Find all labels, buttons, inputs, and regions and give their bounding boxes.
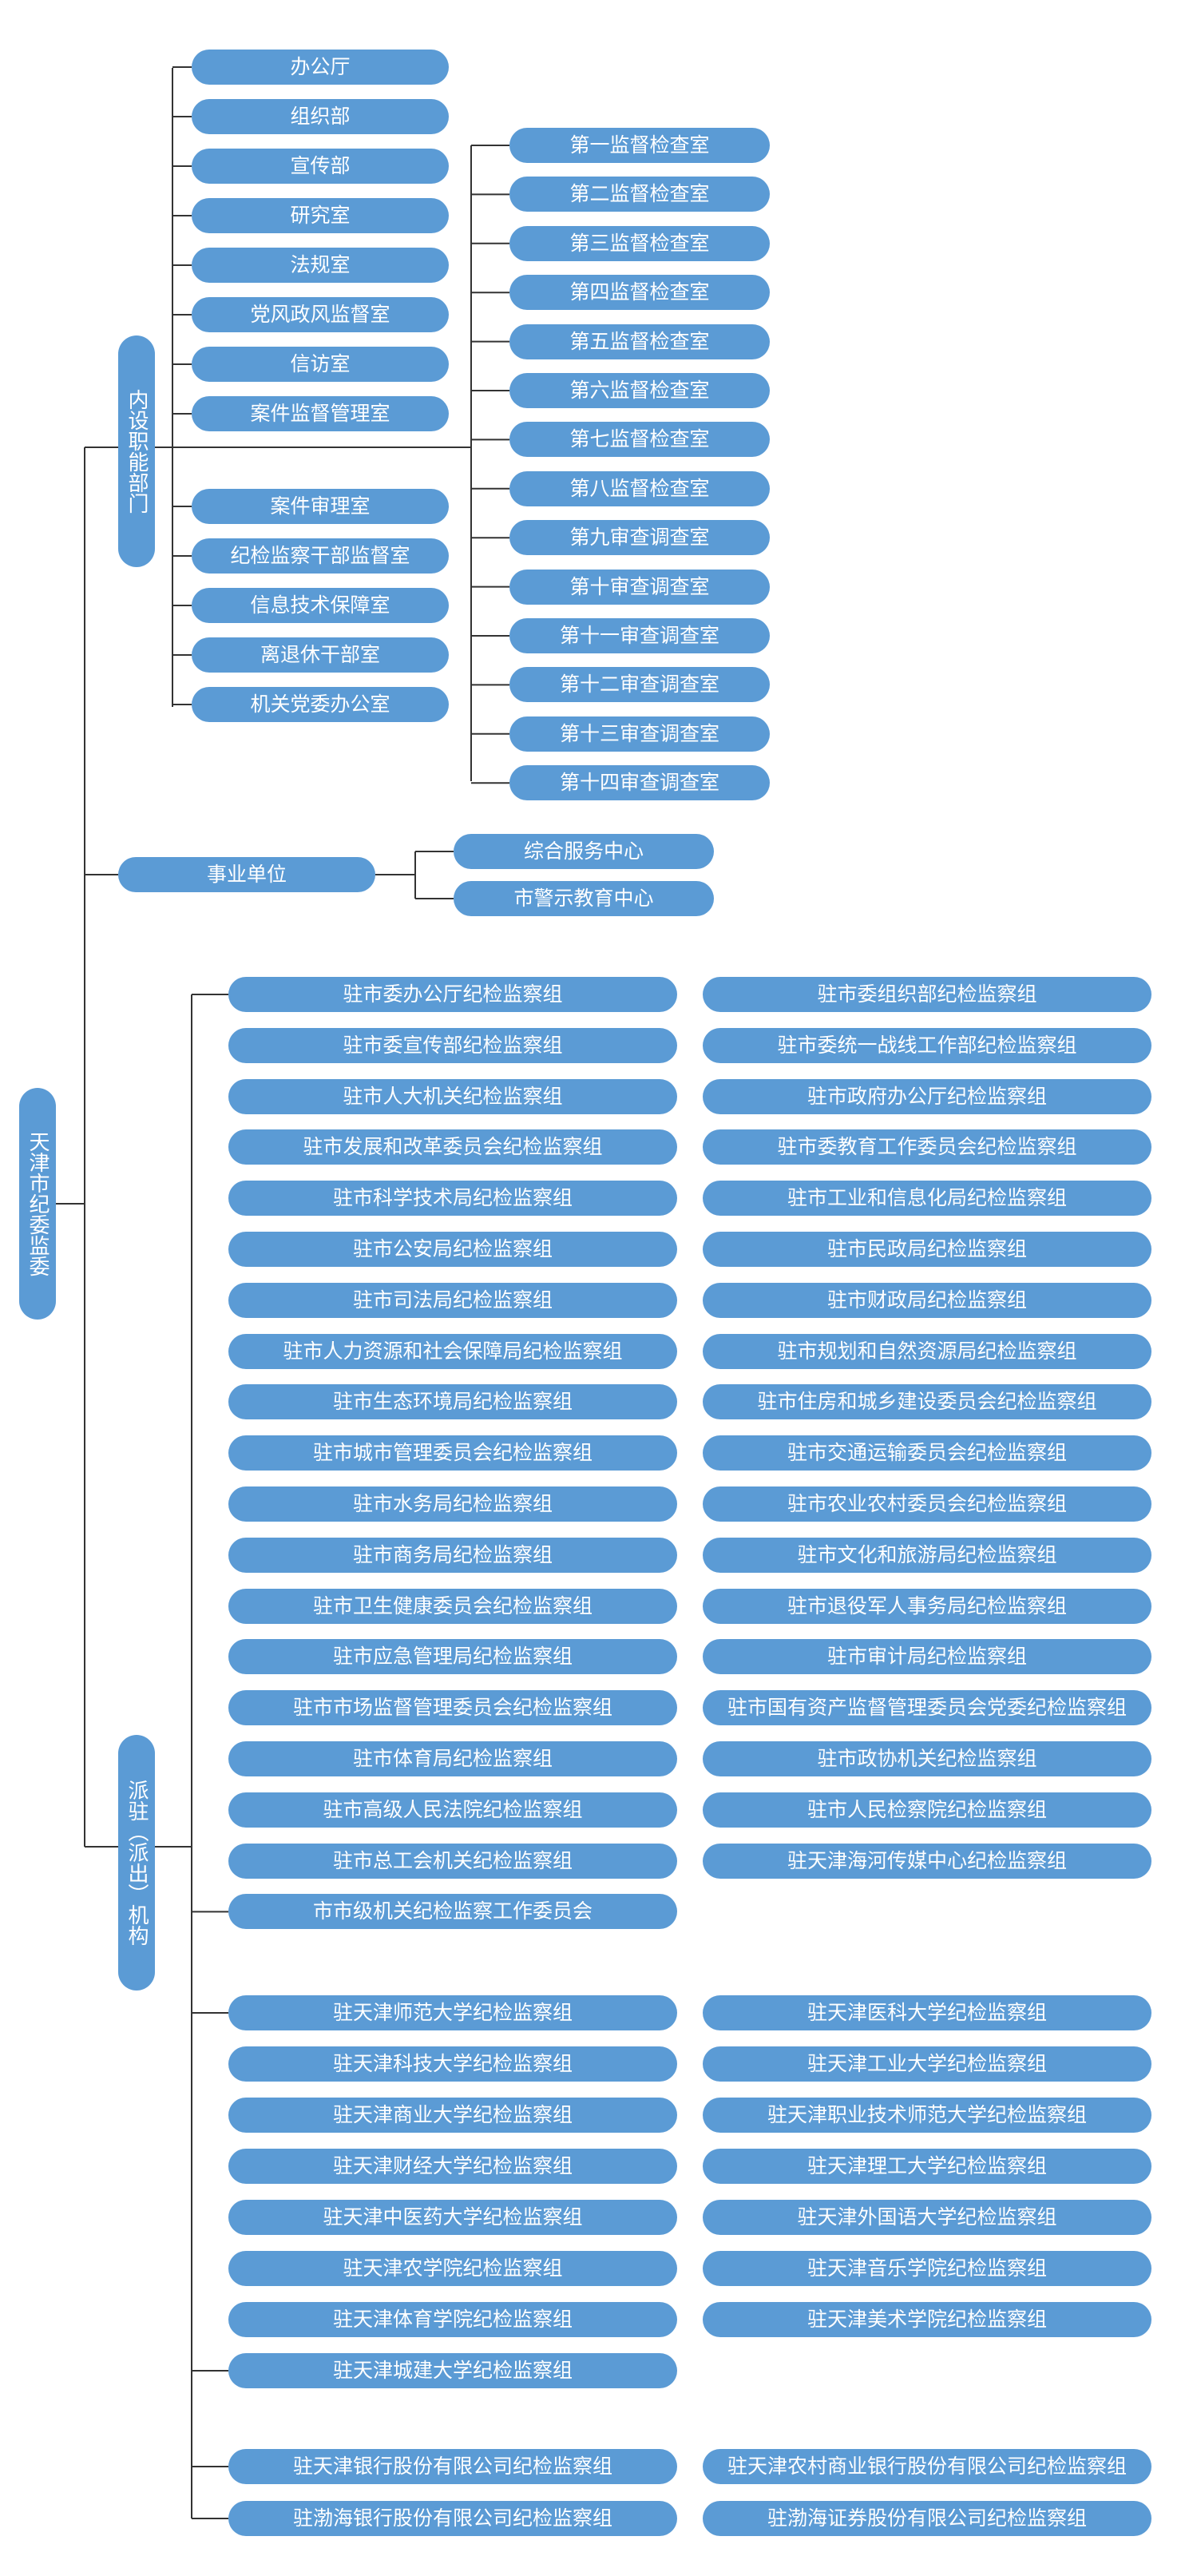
supervision-office-item: 第八监督检查室 [509,470,770,506]
dispatched-group-item: 驻市人大机关纪检监察组 [228,1078,677,1114]
dispatched-group-item: 驻市规划和自然资源局纪检监察组 [703,1333,1151,1369]
dispatched-group-item: 驻市人民检察院纪检监察组 [703,1792,1151,1828]
internal-dept-item: 办公厅 [192,50,449,85]
dispatched-group-item: 驻市民政局纪检监察组 [703,1232,1151,1267]
section-public-institutions: 事业单位 [118,857,375,892]
internal-dept-item: 党风政风监督室 [192,297,449,332]
dispatched-group-item: 驻市应急管理局纪检监察组 [228,1639,677,1675]
section-dispatched-agencies: 派驻（派出）机构 [118,1735,155,1991]
dispatched-group-item: 驻市委统一战线工作部纪检监察组 [703,1027,1151,1063]
supervision-office-item: 第一监督检查室 [509,128,770,163]
dispatched-group-item: 驻市审计局纪检监察组 [703,1639,1151,1675]
internal-dept-item: 纪检监察干部监督室 [192,538,449,574]
dispatched-group-item: 驻市委教育工作委员会纪检监察组 [703,1129,1151,1165]
supervision-office-item: 第七监督检查室 [509,422,770,458]
dispatched-group-item: 驻市科学技术局纪检监察组 [228,1181,677,1217]
internal-dept-item: 案件审理室 [192,489,449,524]
dispatched-group-item: 驻市城市管理委员会纪检监察组 [228,1435,677,1471]
university-group-item: 驻天津外国语大学纪检监察组 [703,2200,1151,2235]
supervision-office-item: 第十四审查调查室 [509,765,770,801]
dispatched-group-item: 驻市人力资源和社会保障局纪检监察组 [228,1333,677,1369]
dispatched-group-item: 驻市交通运输委员会纪检监察组 [703,1435,1151,1471]
university-group-item: 驻天津体育学院纪检监察组 [228,2302,677,2337]
dispatched-group-item: 驻市退役军人事务局纪检监察组 [703,1588,1151,1624]
dispatched-group-item: 驻市政协机关纪检监察组 [703,1741,1151,1776]
enterprise-group-item: 驻渤海证券股份有限公司纪检监察组 [703,2501,1151,2536]
internal-dept-item: 信息技术保障室 [192,588,449,623]
dispatched-group-item: 驻市卫生健康委员会纪检监察组 [228,1588,677,1624]
supervision-office-item: 第四监督检查室 [509,275,770,311]
institution-item: 市警示教育中心 [454,881,714,916]
dispatched-group-item: 驻市文化和旅游局纪检监察组 [703,1537,1151,1573]
dispatched-group-item: 驻市体育局纪检监察组 [228,1741,677,1776]
institution-item: 综合服务中心 [454,834,714,869]
university-group-item: 驻天津音乐学院纪检监察组 [703,2251,1151,2286]
dispatched-group-item: 驻市委宣传部纪检监察组 [228,1027,677,1063]
supervision-office-item: 第十三审查调查室 [509,716,770,752]
dispatched-group-item: 驻市总工会机关纪检监察组 [228,1843,677,1879]
university-group-item: 驻天津城建大学纪检监察组 [228,2353,677,2388]
supervision-office-item: 第二监督检查室 [509,177,770,212]
internal-dept-item: 研究室 [192,198,449,233]
internal-dept-item: 离退休干部室 [192,637,449,673]
dispatched-group-item: 驻市市场监督管理委员会纪检监察组 [228,1690,677,1726]
dispatched-group-item: 驻市水务局纪检监察组 [228,1486,677,1522]
internal-dept-item: 信访室 [192,347,449,382]
dispatched-group-item: 驻市生态环境局纪检监察组 [228,1384,677,1420]
dispatched-group-item: 驻市发展和改革委员会纪检监察组 [228,1129,677,1165]
university-group-item: 驻天津科技大学纪检监察组 [228,2046,677,2082]
internal-dept-item: 机关党委办公室 [192,687,449,722]
section-internal-departments: 内设职能部门 [118,335,155,567]
dispatched-group-item: 驻市政府办公厅纪检监察组 [703,1078,1151,1114]
supervision-office-item: 第九审查调查室 [509,520,770,556]
university-group-item: 驻天津职业技术师范大学纪检监察组 [703,2098,1151,2133]
university-group-item: 驻天津商业大学纪检监察组 [228,2098,677,2133]
dispatched-group-item: 驻市公安局纪检监察组 [228,1232,677,1267]
internal-dept-item: 案件监督管理室 [192,396,449,431]
enterprise-group-item: 驻天津农村商业银行股份有限公司纪检监察组 [703,2449,1151,2484]
internal-dept-item: 宣传部 [192,149,449,184]
dispatched-group-item: 驻市农业农村委员会纪检监察组 [703,1486,1151,1522]
university-group-item: 驻天津工业大学纪检监察组 [703,2046,1151,2082]
dispatched-group-item: 驻市工业和信息化局纪检监察组 [703,1181,1151,1217]
supervision-office-item: 第六监督检查室 [509,373,770,408]
supervision-office-item: 第三监督检查室 [509,225,770,261]
university-group-item: 驻天津医科大学纪检监察组 [703,1995,1151,2030]
dispatched-group-item: 驻市住房和城乡建设委员会纪检监察组 [703,1384,1151,1420]
supervision-office-item: 第五监督检查室 [509,323,770,359]
university-group-item: 驻天津财经大学纪检监察组 [228,2149,677,2184]
dispatched-group-item: 市市级机关纪检监察工作委员会 [228,1894,677,1930]
university-group-item: 驻天津农学院纪检监察组 [228,2251,677,2286]
dispatched-group-item: 驻市高级人民法院纪检监察组 [228,1792,677,1828]
dispatched-group-item: 驻市司法局纪检监察组 [228,1282,677,1318]
enterprise-group-item: 驻天津银行股份有限公司纪检监察组 [228,2449,677,2484]
dispatched-group-item: 驻市委办公厅纪检监察组 [228,977,677,1012]
university-group-item: 驻天津美术学院纪检监察组 [703,2302,1151,2337]
root-node-tianjin-commission: 天津市纪委监委 [19,1088,56,1320]
university-group-item: 驻天津师范大学纪检监察组 [228,1995,677,2030]
dispatched-group-item: 驻市财政局纪检监察组 [703,1282,1151,1318]
internal-dept-item: 组织部 [192,99,449,134]
university-group-item: 驻天津理工大学纪检监察组 [703,2149,1151,2184]
dispatched-group-item: 驻市委组织部纪检监察组 [703,977,1151,1012]
supervision-office-item: 第十二审查调查室 [509,667,770,703]
dispatched-group-item: 驻市商务局纪检监察组 [228,1537,677,1573]
university-group-item: 驻天津中医药大学纪检监察组 [228,2200,677,2235]
dispatched-group-item: 驻天津海河传媒中心纪检监察组 [703,1843,1151,1879]
supervision-office-item: 第十审查调查室 [509,569,770,605]
internal-dept-item: 法规室 [192,248,449,283]
dispatched-group-item: 驻市国有资产监督管理委员会党委纪检监察组 [703,1690,1151,1726]
supervision-office-item: 第十一审查调查室 [509,618,770,653]
enterprise-group-item: 驻渤海银行股份有限公司纪检监察组 [228,2501,677,2536]
